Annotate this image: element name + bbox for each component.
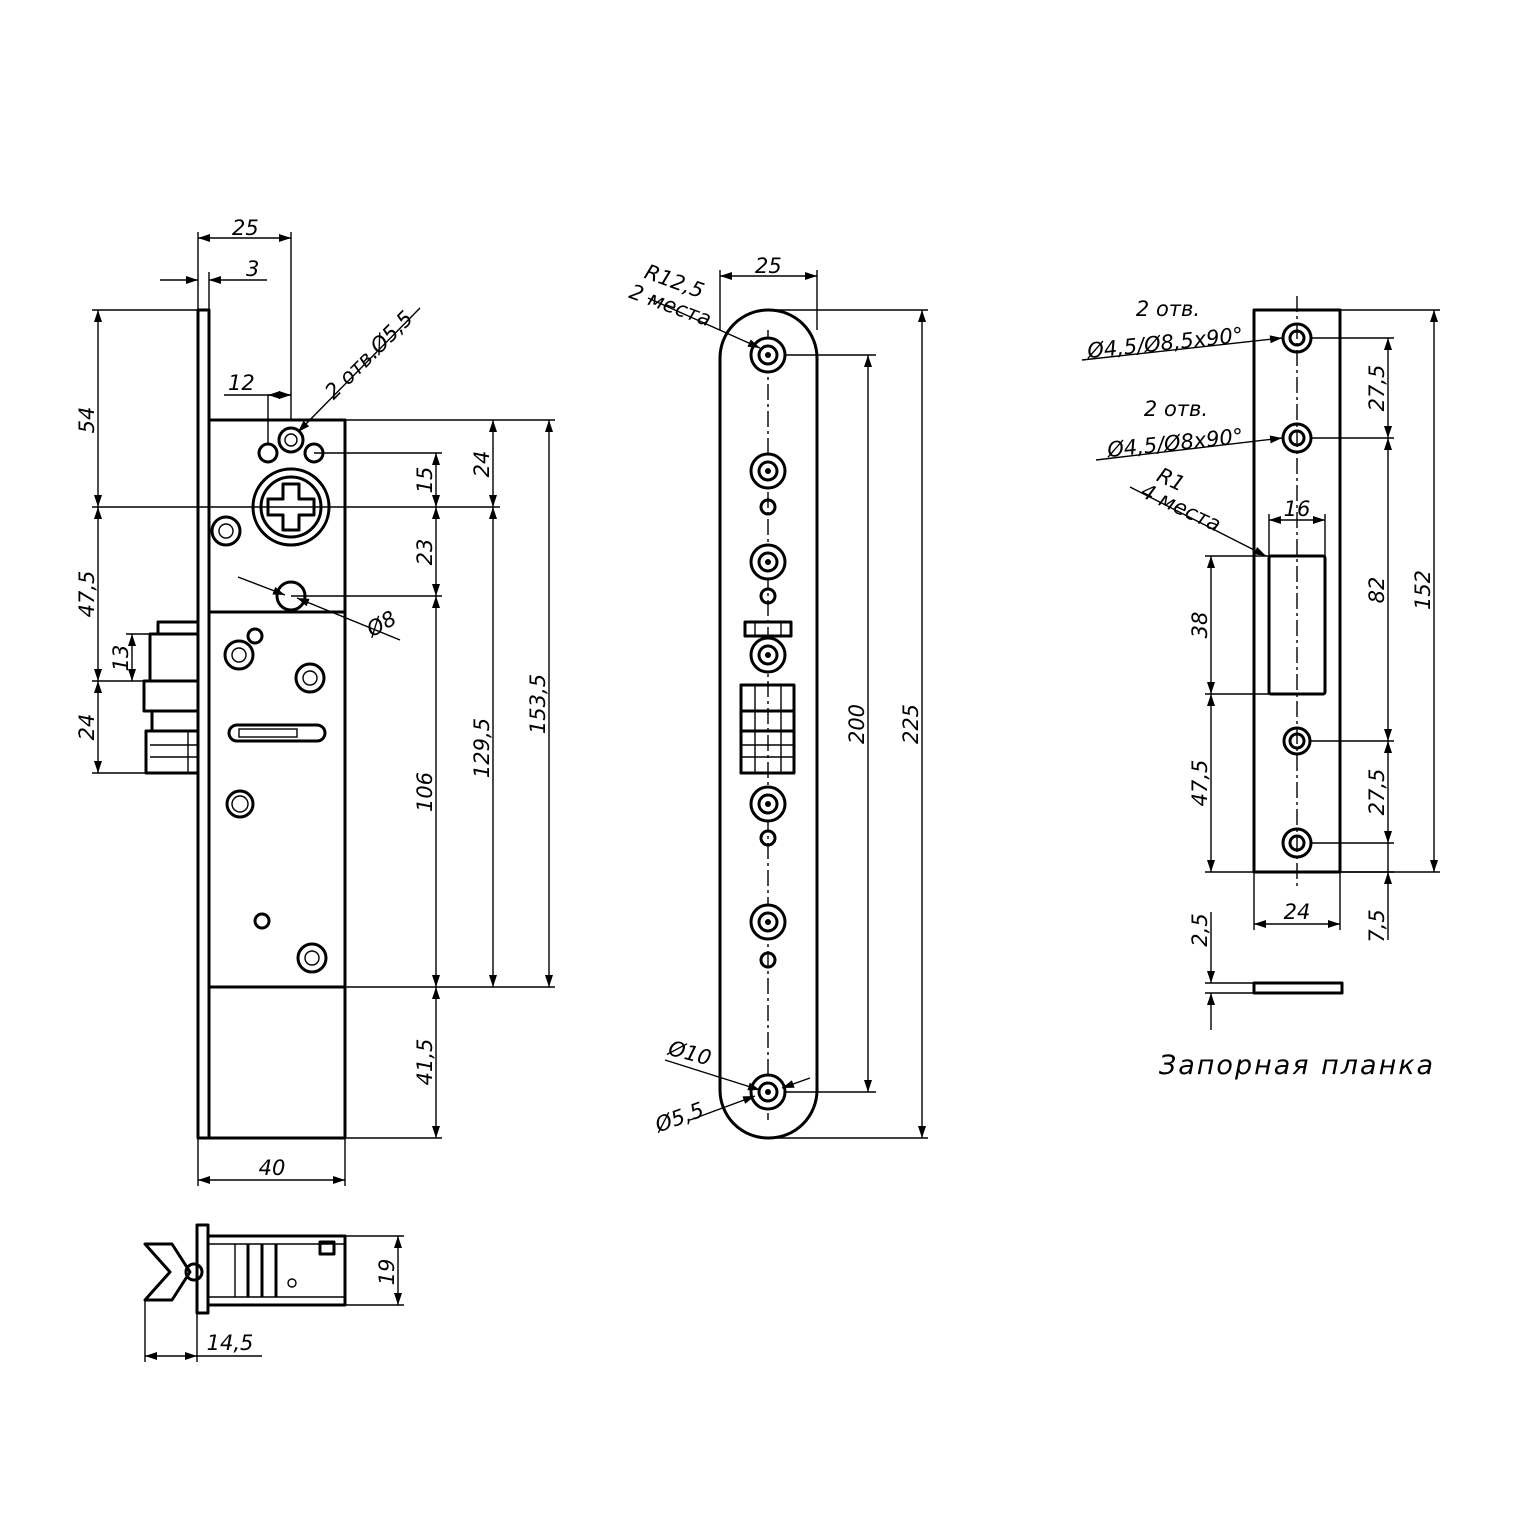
dim-40: 40	[259, 1156, 286, 1180]
lock-case-lower	[207, 610, 347, 989]
lock-body-dimensions	[92, 232, 555, 1186]
mount-hole	[277, 426, 305, 454]
dim-d8: Ø8	[362, 606, 401, 642]
dim-holes-5-5: 2 отв.Ø5,5	[320, 306, 418, 404]
dim-24-lower: 24	[75, 714, 99, 741]
strike-plate-profile	[1252, 981, 1344, 995]
lock-faceplate-edge	[196, 308, 211, 1140]
dim-3: 3	[246, 257, 259, 281]
rivet	[223, 639, 255, 671]
dim-19: 19	[375, 1259, 399, 1286]
dim-41-5: 41,5	[413, 1039, 437, 1086]
dim-24-upper: 24	[470, 451, 494, 478]
dim-200: 200	[845, 704, 869, 744]
small-hole	[257, 442, 279, 464]
dim-27-5-bottom: 27,5	[1365, 769, 1389, 816]
dim-23: 23	[413, 539, 437, 566]
dim-25-top: 25	[232, 216, 259, 240]
dim-54: 54	[75, 407, 99, 434]
dim-12: 12	[228, 371, 255, 395]
dim-d5-5: Ø5,5	[651, 1098, 707, 1138]
dim-holes2-a: 2 отв.	[1144, 397, 1208, 421]
dim-47-5: 47,5	[75, 571, 99, 618]
faceplate-view: 25 R12,5 2 места 200 225 Ø10 Ø5,5	[626, 254, 928, 1140]
dim-153-5: 153,5	[526, 674, 550, 734]
dim-82: 82	[1365, 577, 1389, 604]
lock-body-view: 25 3 54 12 2 отв.Ø5,5 24 15 23 47,5 Ø8 1…	[75, 216, 555, 1186]
dim-152: 152	[1411, 570, 1435, 610]
dim-106: 106	[413, 772, 437, 812]
top-case	[206, 1234, 347, 1307]
rivet	[225, 789, 255, 819]
dim-d10: Ø10	[665, 1036, 714, 1071]
dim-27-5-top: 27,5	[1365, 365, 1389, 412]
dim-16: 16	[1284, 497, 1311, 521]
latch-tongue	[143, 1242, 192, 1302]
dim-24-strike: 24	[1284, 900, 1311, 924]
dim-25-faceplate: 25	[755, 254, 782, 278]
dim-14-5: 14,5	[207, 1331, 254, 1355]
lock-top-view: 19 14,5	[143, 1223, 404, 1362]
dim-38: 38	[1188, 612, 1212, 639]
rivet	[296, 942, 328, 974]
dim-13: 13	[109, 645, 133, 672]
dim-7-5: 7,5	[1365, 909, 1389, 942]
strike-opening	[1267, 554, 1327, 696]
dim-2-5: 2,5	[1188, 913, 1212, 946]
dim-holes2-b: Ø4,5/Ø8х90°	[1105, 424, 1244, 462]
dim-129-5: 129,5	[470, 718, 494, 778]
rivet	[294, 662, 326, 694]
strike-plate-caption: Запорная планка	[1159, 1050, 1435, 1081]
faceplate-latch-openings	[739, 620, 796, 775]
dim-holes1-a: 2 отв.	[1136, 297, 1200, 321]
latch-bolt	[142, 620, 200, 775]
strike-plate-view: 2 отв. Ø4,5/Ø8,5х90° 2 отв. Ø4,5/Ø8х90° …	[1081, 296, 1440, 1081]
dim-47-5-strike: 47,5	[1188, 760, 1212, 807]
latch-slot	[227, 723, 327, 743]
dim-15: 15	[413, 467, 437, 494]
dim-225: 225	[899, 704, 923, 744]
dim-holes1-b: Ø4,5/Ø8,5х90°	[1085, 323, 1244, 363]
rivet	[210, 515, 242, 547]
